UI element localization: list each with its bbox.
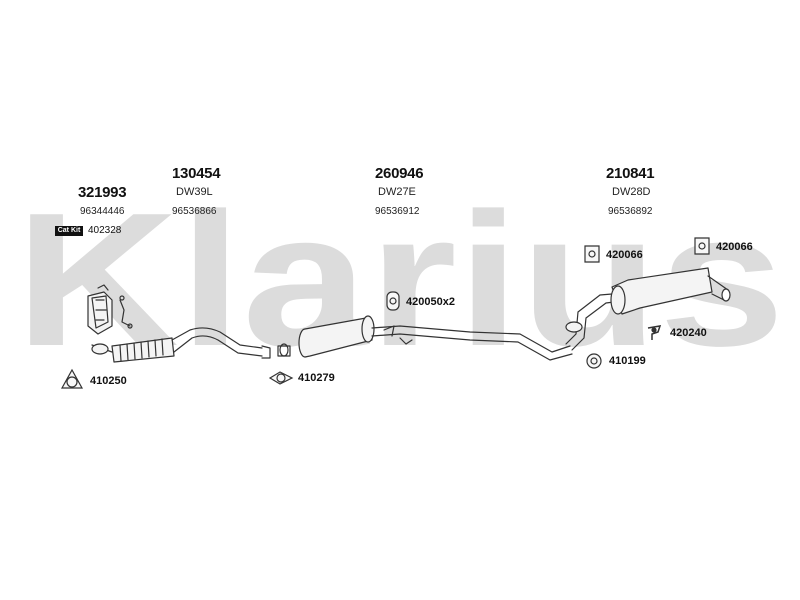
gasket-triangle-icon[interactable] [60, 368, 84, 389]
oem-number: 96536912 [375, 206, 420, 217]
oem-number: 96536892 [608, 206, 653, 217]
part-number-410279[interactable]: 410279 [298, 372, 335, 384]
part-number-321993[interactable]: 321993 [78, 184, 127, 201]
part-code: DW28D [612, 186, 651, 198]
sensor-bracket-icon [119, 295, 133, 329]
mid-gasket-icon [279, 343, 289, 357]
part-number-420240[interactable]: 420240 [670, 327, 707, 339]
oem-number: 96536866 [172, 206, 217, 217]
front-pipe-icon[interactable] [91, 327, 271, 363]
rubber-hanger-icon[interactable] [584, 245, 600, 263]
part-number-410250[interactable]: 410250 [90, 375, 127, 387]
part-code: DW27E [378, 186, 416, 198]
catalytic-converter-icon[interactable] [87, 284, 113, 335]
centre-silencer-icon[interactable] [277, 315, 573, 361]
cat-kit-part-number[interactable]: 402328 [88, 225, 122, 236]
gasket-triangle-icon[interactable] [268, 371, 294, 385]
part-number-410199[interactable]: 410199 [609, 355, 646, 367]
rubber-hanger-icon[interactable] [694, 237, 710, 255]
ring-gasket-icon[interactable] [586, 353, 602, 369]
part-number-130454[interactable]: 130454 [172, 165, 221, 182]
part-number-260946[interactable]: 260946 [375, 165, 424, 182]
rear-silencer-icon[interactable] [565, 267, 731, 351]
part-number-210841[interactable]: 210841 [606, 165, 655, 182]
part-number-420050x2[interactable]: 420050x2 [406, 296, 455, 308]
rear-gasket-icon [565, 321, 583, 333]
rubber-hanger-icon[interactable] [386, 291, 400, 311]
part-number-420066[interactable]: 420066 [606, 249, 643, 261]
clamp-icon[interactable] [647, 325, 662, 340]
part-code: DW39L [176, 186, 213, 198]
oem-number: 96344446 [80, 206, 125, 217]
cat-kit-badge: Cat Kit [55, 226, 83, 236]
part-number-420066[interactable]: 420066 [716, 241, 753, 253]
